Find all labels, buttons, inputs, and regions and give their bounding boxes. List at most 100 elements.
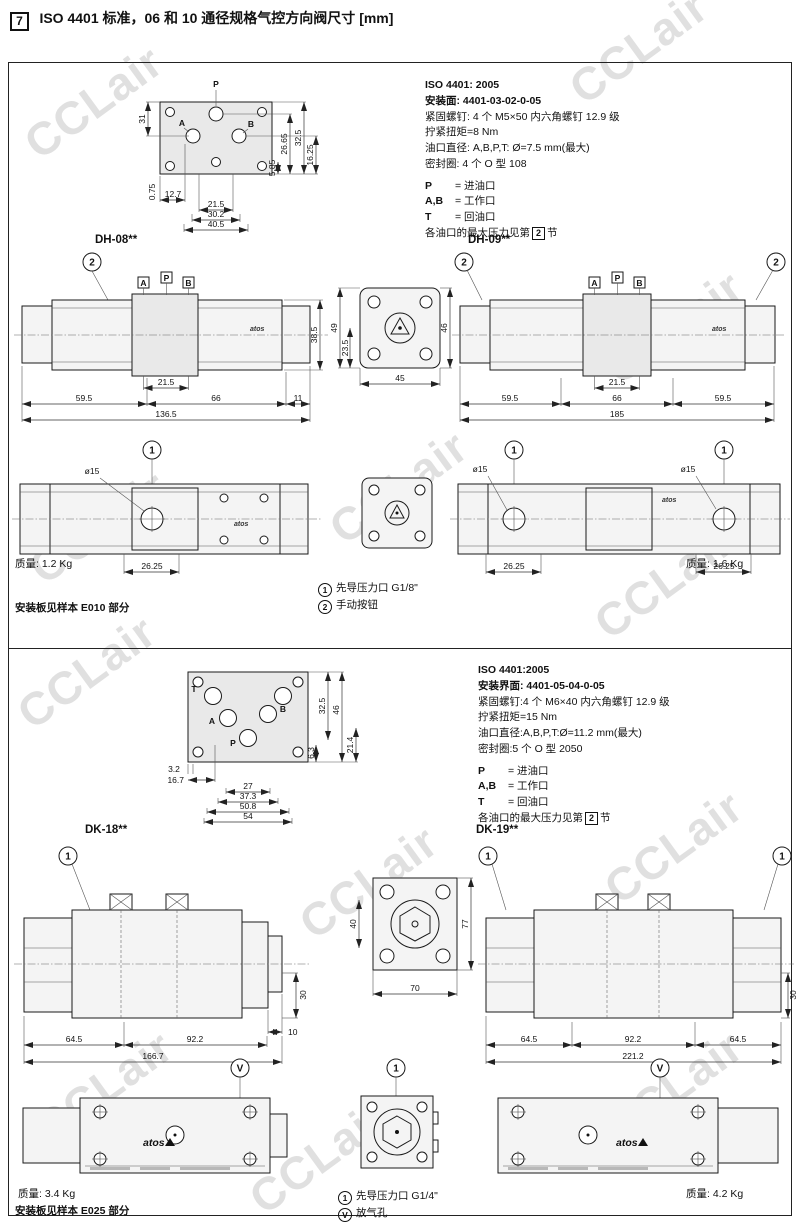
dim-66: 66: [211, 393, 221, 403]
valve-end-view-dk: 40 77 70: [348, 877, 474, 997]
mass-dh08: 质量: 1.2 Kg: [15, 558, 73, 570]
valve-body: [14, 893, 310, 1019]
callout-1-label: 1: [511, 446, 517, 457]
port-label-t: T: [191, 684, 197, 694]
dh09-dims: 21.5 59.5 66 59.5 185: [459, 366, 775, 423]
brand-logo: atos: [662, 497, 677, 504]
valve-top-view-dh09: 1 1 atos ø15 ø15 26.25: [450, 440, 790, 575]
model-label-dh09: DH-09**: [468, 234, 511, 246]
callout-1-label: 1: [149, 446, 155, 457]
port-legend-row: P= 进油口: [425, 179, 785, 195]
section-number-box: 7: [10, 12, 29, 31]
brand-triangle-icon: [165, 1138, 175, 1146]
note-text: 先导压力口 G1/8": [336, 582, 418, 594]
valve-body: atos: [452, 293, 786, 377]
dh09-top-dims: 26.25 26.25: [485, 554, 752, 575]
port-label-b: B: [636, 278, 642, 288]
dim-11: 11: [294, 393, 303, 403]
dim-59.5: 59.5: [76, 393, 93, 403]
callout-2-label: 2: [773, 258, 779, 269]
end-view-dims: 49 23.5 46 45: [329, 287, 453, 387]
dim-64.5: 64.5: [730, 1034, 747, 1044]
port-desc: = 工作口: [508, 780, 549, 793]
dim-21.4: 21.4: [345, 736, 355, 753]
dim-30.2: 30.2: [208, 209, 225, 219]
brand-logo: atos: [712, 326, 727, 333]
dk18-dims: 30 10 64.5 92.2 166.7: [23, 972, 308, 1065]
brand-logo: atos: [616, 1137, 638, 1149]
dim-32.5: 32.5: [317, 697, 327, 714]
dim-59.5: 59.5: [715, 393, 732, 403]
port-key: P: [425, 179, 433, 192]
valve-top-view-dk19: V atos: [497, 1058, 779, 1174]
dim-26.25: 26.25: [503, 561, 525, 571]
callout-pilot-port-right: 1: [714, 440, 734, 484]
dim-77: 77: [460, 919, 470, 929]
callout-1-icon: 1: [338, 1191, 352, 1205]
callout-1-label: 1: [721, 446, 727, 457]
callout-manual-button: 2: [82, 252, 109, 301]
brand-logo: atos: [250, 326, 265, 333]
mass-dk19: 质量: 4.2 Kg: [686, 1188, 744, 1200]
mount-face-dims: 31 26.65 32.5 5.85 16.25 0.75 12.7 21.5 …: [137, 101, 319, 233]
dim-31: 31: [137, 114, 147, 124]
port-label-b: B: [185, 278, 191, 288]
section-divider: [8, 648, 791, 649]
dim-21.5: 21.5: [158, 377, 175, 387]
spec-line: 油口直径: A,B,P,T: Ø=7.5 mm(最大): [425, 142, 590, 154]
mount-face-dims: 6.3 32.5 46 21.4 3.2 16.7 27 37.3 50.8 5…: [167, 671, 359, 825]
port-label-p: P: [213, 79, 219, 89]
callout-pilot-port-left: 1: [478, 846, 507, 911]
dim-16.25: 16.25: [305, 144, 315, 166]
spec-line: 密封圈: 4 个 O 型 108: [425, 157, 527, 170]
callout-1-icon: 1: [318, 583, 332, 597]
callout-vent: V: [650, 1058, 670, 1098]
brand-logo: atos: [234, 521, 249, 528]
spec-mount-line: 安装界面: 4401-05-04-0-05: [478, 679, 605, 692]
valve-front-view-dh08: 2 atos A P B 38.5 21.5 59.5: [14, 252, 328, 423]
mount-face-drawing-size06: P A B 31 26.65 32.5 5.85 16.25 0.75 12.7: [137, 79, 319, 233]
callout-2-label: 2: [89, 258, 95, 269]
port-desc: = 进油口: [508, 764, 549, 777]
valve-body: [478, 893, 794, 1019]
note-mounting-board-e025: 安装板见样本 E025 部分: [15, 1205, 130, 1217]
mount-face-drawing-size10: T A B P 6.3 32.5 46 21.4 3.2 16.7 27 37.…: [167, 671, 359, 825]
dim-166.7: 166.7: [142, 1051, 164, 1061]
dim-37.3: 37.3: [240, 791, 257, 801]
dim-5.85: 5.85: [267, 159, 277, 176]
dim-45: 45: [395, 373, 405, 383]
dim-3.2: 3.2: [168, 764, 180, 774]
note-text: 放气孔: [356, 1207, 388, 1219]
dim-0.75: 0.75: [147, 183, 157, 200]
dim-10: 10: [288, 1027, 298, 1037]
callout-pilot-port-left: 1: [504, 440, 524, 484]
callout-v-label: V: [237, 1064, 244, 1075]
spec-title: ISO 4401:2005: [478, 664, 550, 676]
valve-top-view-dk18: V atos: [22, 1058, 288, 1174]
dim-6.3: 6.3: [306, 747, 316, 759]
dim-30: 30: [298, 990, 308, 1000]
port-legend-row: P= 进油口: [478, 764, 788, 780]
dim-59.5: 59.5: [502, 393, 519, 403]
dim-26.25: 26.25: [713, 561, 735, 571]
valve-body: atos: [497, 1097, 779, 1174]
port-labels: A P B: [588, 271, 646, 295]
dim-23.5: 23.5: [340, 339, 350, 356]
page-header: 7 ISO 4401 标准，06 和 10 通径规格气控方向阀尺寸 [mm]: [10, 8, 393, 31]
page-title: ISO 4401 标准，06 和 10 通径规格气控方向阀尺寸 [mm]: [39, 10, 394, 26]
pilot-port-end-view: [361, 477, 433, 549]
port-legend-row: A,B= 工作口: [425, 194, 785, 210]
port-label-a: A: [140, 278, 146, 288]
dim-54: 54: [243, 811, 253, 821]
model-label-dh08: DH-08**: [95, 234, 138, 246]
port-label-p: P: [615, 273, 621, 283]
valve-top-view-dh08: 1 atos ø15 26.25: [12, 440, 322, 575]
dim-64.5: 64.5: [521, 1034, 538, 1044]
note-pilot-port-06: 1 先导压力口 G1/8": [318, 580, 418, 597]
dim-92.2: 92.2: [187, 1034, 204, 1044]
section-ref-box: 2: [585, 811, 599, 825]
mount-face-body: [187, 671, 309, 763]
